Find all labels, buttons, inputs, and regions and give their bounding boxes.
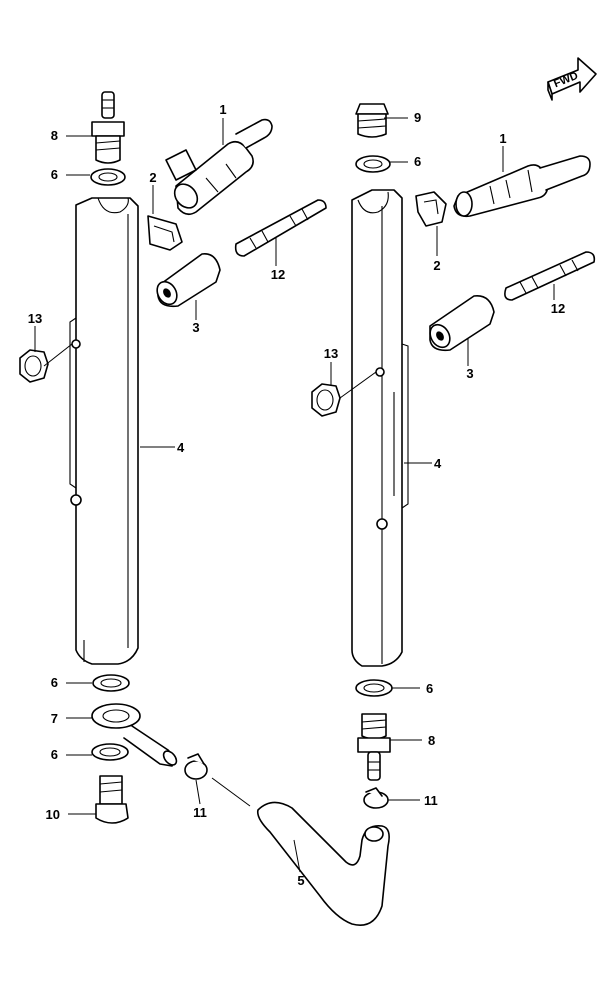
left-banjo-union: [91, 703, 178, 767]
right-washer-upper: [355, 155, 391, 173]
callout-right-13: 13: [324, 346, 338, 361]
left-washer-upper: [90, 168, 126, 186]
callout-right-1: 1: [499, 131, 506, 146]
right-fuel-injector: [453, 155, 591, 218]
callout-right-6b: 6: [426, 681, 433, 696]
left-fitting-bolt: [91, 91, 125, 164]
right-injector-clip: [415, 191, 447, 227]
callout-right-9: 9: [414, 110, 421, 125]
callout-left-5: 5: [297, 873, 304, 888]
callout-left-4: 4: [177, 440, 185, 455]
callout-right-6a: 6: [414, 154, 421, 169]
callout-left-8: 8: [51, 128, 58, 143]
callout-left-13: 13: [28, 311, 42, 326]
right-hose-clamp: [363, 787, 389, 809]
callout-left-11: 11: [193, 805, 207, 820]
left-washer-lower-a: [92, 674, 130, 692]
callout-left-2: 2: [149, 170, 156, 185]
right-washer-lower: [355, 679, 393, 697]
right-flange-nut: [311, 383, 341, 417]
left-collar: [156, 253, 221, 308]
left-injector-clip: [147, 215, 183, 251]
fuel-hose: [211, 777, 390, 926]
left-fuel-injector: [165, 118, 273, 216]
callout-right-8: 8: [428, 733, 435, 748]
left-stud-bolt: [234, 199, 327, 257]
callout-left-12: 12: [271, 267, 285, 282]
callout-right-4: 4: [434, 456, 442, 471]
right-stud-bolt: [504, 251, 596, 301]
callout-left-6a: 6: [51, 167, 58, 182]
right-fitting: [357, 713, 391, 781]
callout-left-6c: 6: [51, 747, 58, 762]
callout-labels: 1 2 3 4 5 6 6 6 7 8 10 11 12 13 1 2 3 4 …: [28, 102, 565, 888]
left-hose-clamp: [184, 753, 208, 780]
right-plug-bolt: [355, 103, 389, 138]
callout-left-6b: 6: [51, 675, 58, 690]
callout-right-2: 2: [433, 258, 440, 273]
callout-left-7: 7: [51, 711, 58, 726]
left-union-bolt: [95, 775, 129, 824]
callout-left-1: 1: [219, 102, 226, 117]
right-fuel-rail: [351, 189, 409, 667]
leader-lines: [34, 117, 555, 873]
callout-right-3: 3: [466, 366, 473, 381]
callout-left-10: 10: [46, 807, 60, 822]
callout-right-12: 12: [551, 301, 565, 316]
left-washer-lower-b: [91, 743, 129, 761]
fwd-arrow-badge: FWD: [547, 57, 597, 101]
right-collar: [429, 295, 495, 352]
callout-right-11: 11: [424, 793, 438, 808]
left-flange-nut: [19, 349, 49, 383]
left-fuel-rail: [69, 197, 139, 665]
callout-left-3: 3: [192, 320, 199, 335]
